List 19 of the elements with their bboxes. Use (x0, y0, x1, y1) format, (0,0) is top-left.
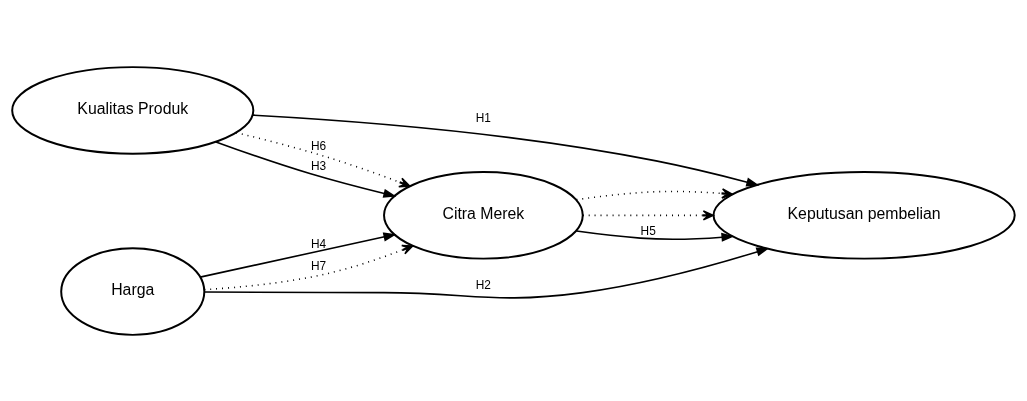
node-ellipse: Harga (60, 246, 206, 336)
arrow (215, 140, 397, 198)
arrow (199, 231, 397, 278)
edge-label: H7 (310, 258, 327, 273)
edge-label: H1 (475, 110, 491, 125)
arrow (575, 229, 735, 242)
arrow (582, 209, 715, 221)
arrow (203, 244, 414, 290)
arrow (203, 247, 770, 299)
arrow (235, 131, 411, 187)
edge-label: H2 (475, 277, 491, 292)
edge-label: H5 (640, 223, 656, 238)
node-ellipse: Keputusan pembelian (712, 170, 1016, 260)
edge-label: H4 (310, 236, 327, 251)
edge-label: H6 (310, 138, 327, 153)
arrow (575, 187, 733, 200)
arrow (251, 113, 760, 186)
node-ellipse: Kualitas Produk (11, 65, 255, 155)
edge-label: H3 (310, 158, 327, 173)
